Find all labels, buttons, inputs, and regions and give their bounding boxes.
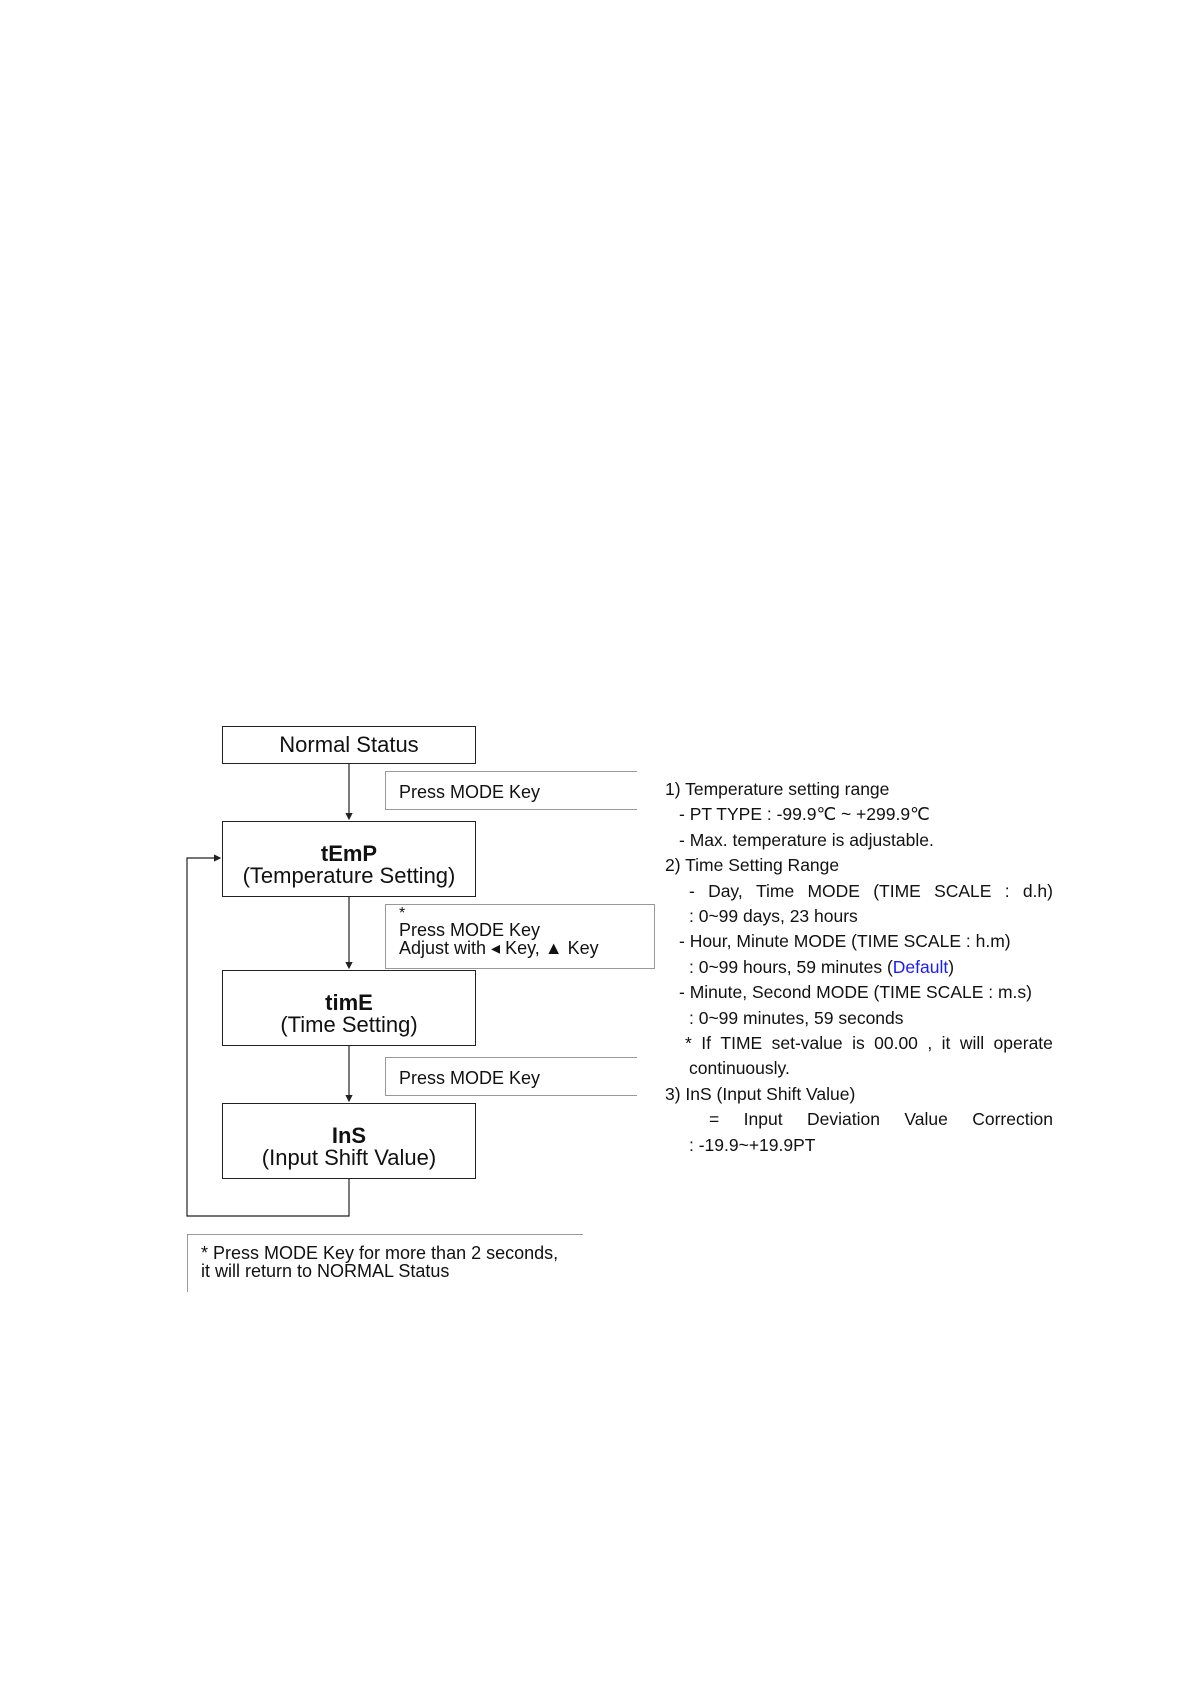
spec-word: ,	[927, 1033, 933, 1054]
spec-3-title: 3) InS (Input Shift Value)	[665, 1083, 856, 1104]
state-normal-status: Normal Status	[222, 726, 476, 764]
arrow-loop-back	[186, 854, 350, 1217]
default-label: Default	[892, 956, 949, 977]
note-asterisk: *	[399, 905, 406, 922]
spec-word: =	[709, 1109, 720, 1130]
spec-2-note-continued: continuously.	[689, 1058, 790, 1079]
spec-word: SCALE	[934, 880, 992, 901]
spec-2-minute-mode: - Minute, Second MODE (TIME SCALE : m.s)	[679, 982, 1032, 1003]
spec-word: operate	[993, 1033, 1053, 1054]
spec-word: is	[852, 1033, 865, 1054]
state-ins-label: (Input Shift Value)	[261, 1145, 437, 1170]
spec-word: 00.00	[874, 1033, 918, 1054]
spec-word: Correction	[972, 1109, 1053, 1130]
spec-3-description: = Input Deviation Value Correction	[665, 1107, 1053, 1132]
state-ins-code: InS	[331, 1123, 367, 1148]
spec-2-note: * If TIME set-value is 00.00 , it will o…	[665, 1031, 1053, 1056]
state-input-shift: InS (Input Shift Value)	[222, 1103, 476, 1179]
footer-note: * Press MODE Key for more than 2 seconds…	[187, 1234, 583, 1292]
spec-1-title: 1) Temperature setting range	[665, 779, 890, 799]
spec-word: Input	[743, 1109, 783, 1130]
spec-3-range: : -19.9~+19.9PT	[689, 1134, 816, 1155]
spec-word: Day,	[708, 880, 743, 901]
spec-word: :	[1004, 880, 1010, 901]
spec-word: -	[689, 880, 695, 901]
spec-2-minute-range: : 0~99 minutes, 59 seconds	[689, 1007, 904, 1028]
spec-word: MODE	[807, 880, 860, 901]
spec-word: *	[685, 1033, 692, 1054]
state-temp-code: tEmP	[320, 841, 378, 866]
spec-2-day-range: : 0~99 days, 23 hours	[689, 906, 858, 927]
footer-note-line-2: it will return to NORMAL Status	[201, 1261, 450, 1281]
spec-word: will	[959, 1033, 985, 1054]
spec-notes: 1) Temperature setting range - PT TYPE :…	[665, 777, 1053, 1158]
spec-word: d.h)	[1022, 880, 1053, 901]
spec-2-hour-range-close: )	[948, 956, 955, 977]
note-press-mode-3: Press MODE Key	[385, 1057, 637, 1096]
state-time-code: timE	[325, 990, 373, 1015]
note-press-mode-1: Press MODE Key	[385, 771, 637, 810]
spec-word: Time	[755, 880, 795, 901]
spec-2-hour-range-text: : 0~99 hours, 59 minutes (	[689, 956, 893, 977]
spec-2-hour-mode: - Hour, Minute MODE (TIME SCALE : h.m)	[679, 931, 1011, 952]
note-press-mode-adjust: * Press MODE Key Adjust with ◂ Key, ▲ Ke…	[385, 904, 655, 969]
spec-2-hour-range: : 0~99 hours, 59 minutes (Default)	[665, 955, 1053, 980]
spec-word: If	[701, 1033, 711, 1054]
state-temp-label: (Temperature Setting)	[242, 863, 456, 888]
spec-1-pt-type: - PT TYPE : -99.9℃ ~ +299.9℃	[679, 804, 930, 825]
spec-word: (TIME	[873, 880, 921, 901]
spec-word: it	[941, 1033, 951, 1054]
spec-word: set-value	[771, 1033, 843, 1054]
state-temperature-setting: tEmP (Temperature Setting)	[222, 821, 476, 897]
footer-note-line-1: * Press MODE Key for more than 2 seconds…	[201, 1243, 559, 1263]
spec-word: Value	[904, 1109, 948, 1130]
note-press-mode-2: Press MODE Key	[399, 920, 541, 940]
state-time-label: (Time Setting)	[280, 1012, 418, 1037]
note-adjust-keys: Adjust with ◂ Key, ▲ Key	[399, 938, 599, 958]
spec-word: Deviation	[806, 1109, 880, 1130]
spec-word: TIME	[720, 1033, 763, 1054]
state-time-setting: timE (Time Setting)	[222, 970, 476, 1046]
spec-1-max-temp: - Max. temperature is adjustable.	[679, 829, 934, 850]
spec-2-day-mode: - Day, Time MODE (TIME SCALE : d.h)	[665, 879, 1053, 904]
spec-2-title: 2) Time Setting Range	[665, 855, 840, 876]
